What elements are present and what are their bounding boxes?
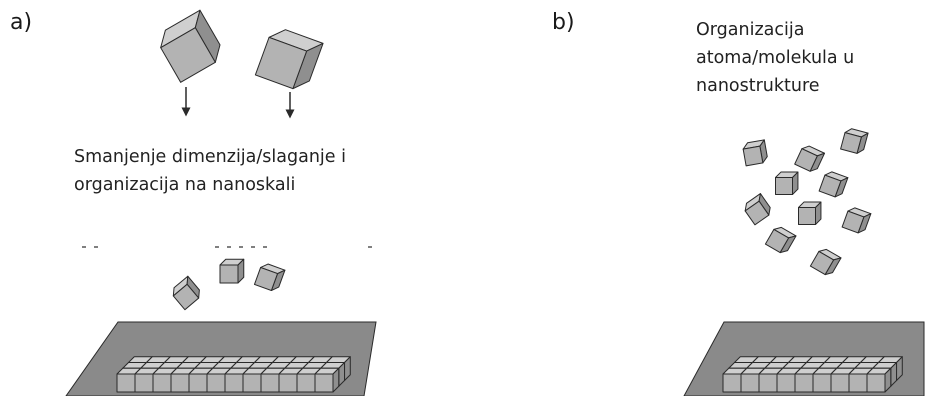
panel-b-caption-line-1: Organizacija [696, 20, 805, 40]
molecule-cube [794, 145, 826, 172]
falling-cube-large [254, 29, 324, 90]
assembled-cube [866, 367, 892, 393]
panel-a-caption-line-2: organizacija na nanoskali [74, 175, 296, 195]
floating-cube [172, 275, 200, 311]
molecule-cube [841, 207, 872, 234]
panel-b-caption-line-2: atoma/molekula u [696, 48, 855, 68]
molecule-cube [818, 171, 849, 198]
molecule-cube [798, 201, 822, 225]
panel-b-label: b) [552, 10, 575, 35]
molecule-cube [840, 128, 869, 154]
cubes-layer [116, 9, 903, 393]
floating-cube [219, 258, 245, 284]
panel-a-caption: Smanjenje dimenzija/slaganje i organizac… [74, 143, 346, 199]
molecule-cube [775, 171, 799, 195]
panel-a-label: a) [10, 10, 33, 35]
falling-cube-large [160, 9, 221, 83]
panel-a-caption-line-1: Smanjenje dimenzija/slaganje i [74, 147, 346, 167]
molecule-cube [742, 139, 768, 167]
floating-cube [253, 263, 286, 292]
panel-b-caption: Organizacija atoma/molekula u nanostrukt… [696, 16, 854, 100]
molecule-cube [744, 193, 771, 226]
molecule-cube [809, 248, 842, 276]
assembled-cube [314, 367, 340, 393]
molecule-cube [764, 226, 797, 254]
panel-b-caption-line-3: nanostrukture [696, 76, 820, 96]
